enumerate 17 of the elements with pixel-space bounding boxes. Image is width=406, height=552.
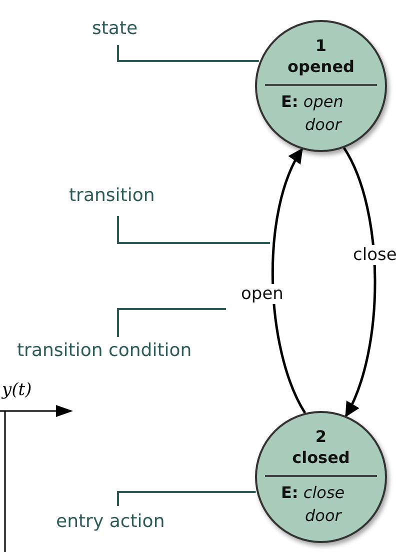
leader-line	[117, 216, 270, 244]
axis-label: y(t)	[2, 380, 32, 400]
state-name: 2 closed	[292, 427, 350, 469]
leader-line	[117, 45, 259, 62]
edge-label: close	[352, 245, 398, 265]
transition-arrow	[342, 147, 376, 418]
leader-line	[117, 308, 226, 337]
entry-action-text: E: close door	[280, 482, 346, 527]
annotation-label: entry action	[56, 511, 165, 532]
edge-label: open	[240, 284, 284, 304]
state-name: 1 opened	[288, 36, 354, 78]
annotation-label: state	[92, 18, 138, 39]
transition-arrow	[272, 148, 306, 414]
annotation-label: transition condition	[17, 340, 192, 361]
leader-line	[117, 491, 256, 506]
annotation-label: transition	[69, 185, 155, 206]
entry-action-text: E: open door	[280, 90, 344, 136]
